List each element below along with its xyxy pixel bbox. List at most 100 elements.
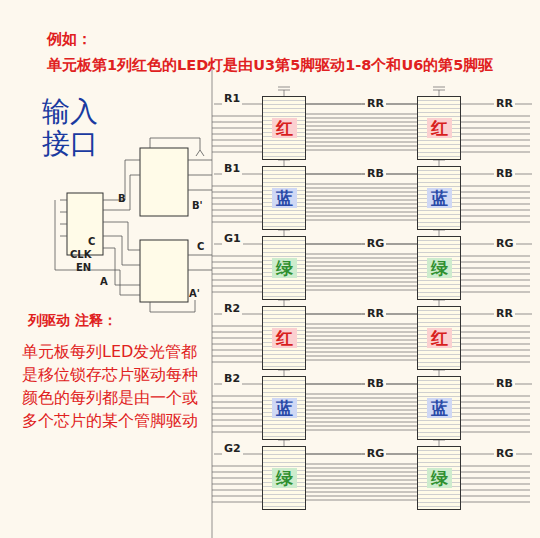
note-text: 单元板每列LED发光管都是移位锁存芯片驱动每种颜色的每列都是由一个或多个芯片的某… [22, 340, 204, 432]
input-wires [55, 138, 212, 312]
bus-wire [212, 268, 262, 269]
bus-wire [306, 258, 417, 259]
signal-label: C [197, 241, 204, 252]
bus-wire [212, 146, 262, 147]
bus-wire [461, 140, 530, 141]
bus-wire [306, 430, 417, 431]
bus-wire [212, 216, 262, 217]
bus-wire [306, 344, 417, 345]
data-chain-wire [306, 244, 417, 245]
bus-wire [461, 116, 530, 117]
shift-register-chip: 红 [262, 306, 306, 370]
bus-wire [306, 130, 417, 131]
color-mark: 红 [272, 118, 297, 139]
bus-wire [306, 328, 417, 329]
bus-wire [461, 286, 530, 287]
bus-wire [461, 472, 530, 473]
signal-label: C [88, 236, 95, 247]
bus-wire [212, 274, 262, 275]
bus-wire [306, 324, 417, 325]
bus-wire [461, 344, 530, 345]
bus-wire [306, 122, 417, 123]
bus-wire [306, 220, 417, 221]
bus-wire [461, 502, 530, 503]
bus-wire [306, 254, 417, 255]
bus-wire [306, 114, 417, 115]
bus-wire [461, 350, 530, 351]
signal-label: RB [365, 167, 386, 180]
bus-wire [306, 476, 417, 477]
bus-wire [212, 420, 262, 421]
note-text: 单元板第1列红色的LED灯是由U3第5脚驱动1-8个和U6的第5脚驱 [47, 56, 493, 75]
bus-wire [212, 432, 262, 433]
bus-wire [212, 286, 262, 287]
signal-label: B' [192, 200, 203, 211]
color-mark: 绿 [272, 258, 297, 279]
bus-wire [212, 478, 262, 479]
bus-wire [461, 152, 530, 153]
bus-wire [306, 262, 417, 263]
signal-label: A [100, 276, 108, 287]
bus-wire [306, 472, 417, 473]
bus-wire [306, 142, 417, 143]
color-mark: 蓝 [427, 188, 452, 209]
bus-wire [306, 426, 417, 427]
bus-wire [306, 118, 417, 119]
shift-register-chip: 红 [417, 96, 461, 160]
bus-wire [212, 222, 262, 223]
bus-wire [212, 466, 262, 467]
bus-wire [212, 484, 262, 485]
color-mark: 蓝 [427, 398, 452, 419]
data-chain-wire [306, 314, 417, 315]
bus-wire [461, 204, 530, 205]
bus-wire [306, 418, 417, 419]
signal-label: RG [365, 237, 387, 250]
bus-wire [306, 146, 417, 147]
bus-wires [212, 60, 532, 538]
bus-wire [306, 336, 417, 337]
bus-wire [212, 256, 262, 257]
signal-label: R2 [222, 302, 242, 315]
bus-wire [461, 466, 530, 467]
signal-label: RR [494, 307, 515, 320]
note-text: 列驱动 注释： [28, 312, 117, 330]
bus-wire [212, 402, 262, 403]
bus-wire [306, 348, 417, 349]
signal-label: RR [494, 97, 515, 110]
bus-wire [212, 116, 262, 117]
bus-wire [461, 274, 530, 275]
shift-register-chip: 蓝 [417, 166, 461, 230]
bus-wire [212, 140, 262, 141]
bus-wire [306, 188, 417, 189]
note-text: 输入接口 [42, 96, 101, 160]
bus-wire [306, 274, 417, 275]
signal-label: RR [365, 307, 386, 320]
decoder-chip [140, 148, 188, 216]
bus-wire [461, 210, 530, 211]
bus-wire [306, 266, 417, 267]
signal-label: B1 [222, 162, 242, 175]
shift-register-chip: 绿 [262, 236, 306, 300]
bus-wire [306, 332, 417, 333]
bus-wire [212, 186, 262, 187]
bus-wire [461, 402, 530, 403]
shift-register-chip: 红 [417, 306, 461, 370]
bus-wire [461, 256, 530, 257]
bus-wire [461, 262, 530, 263]
bus-wire [461, 426, 530, 427]
bus-wire [461, 332, 530, 333]
signal-label: A' [189, 288, 200, 299]
bus-wire [212, 356, 262, 357]
bus-wire [212, 204, 262, 205]
shift-register-chip: 蓝 [262, 376, 306, 440]
bus-wire [461, 396, 530, 397]
bus-wire [306, 488, 417, 489]
signal-label: RG [494, 447, 516, 460]
bus-wire [212, 192, 262, 193]
bus-wire [306, 340, 417, 341]
bus-wire [212, 134, 262, 135]
color-mark: 绿 [427, 258, 452, 279]
bus-wire [461, 198, 530, 199]
bus-wire [306, 134, 417, 135]
color-mark: 红 [427, 118, 452, 139]
